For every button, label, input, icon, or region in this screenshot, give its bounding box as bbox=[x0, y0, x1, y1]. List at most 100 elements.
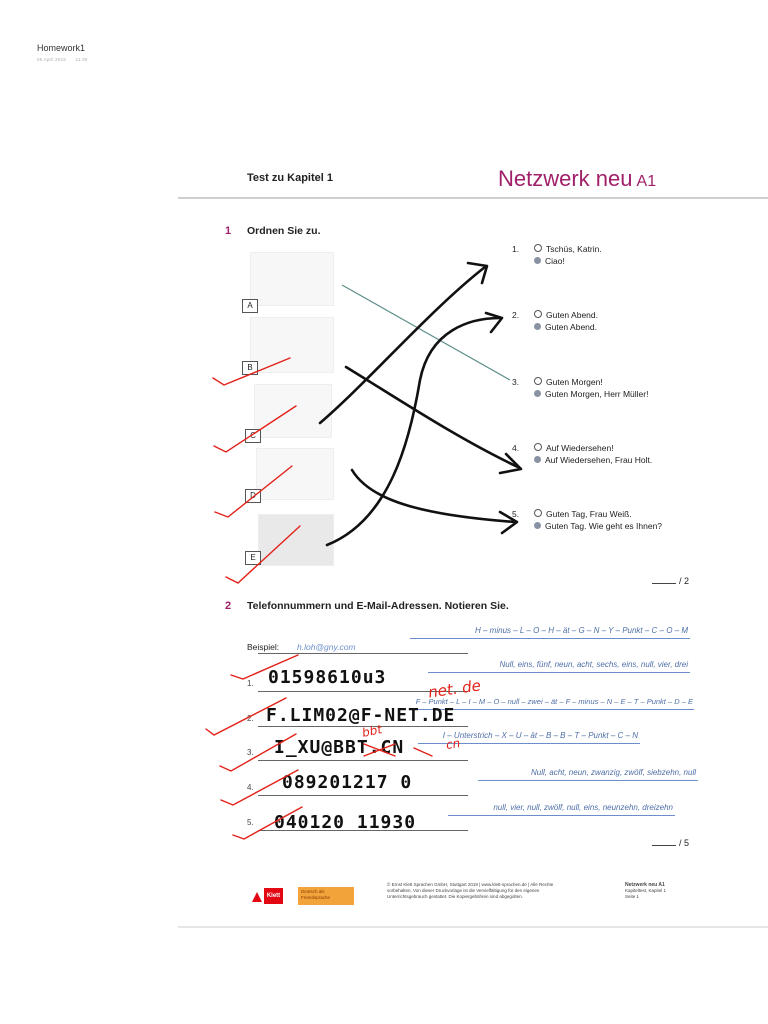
dialogue-line-b: Ciao! bbox=[534, 255, 565, 267]
picture-b bbox=[250, 317, 334, 373]
dialogue-text: Guten Abend. bbox=[546, 310, 598, 320]
dialogue-line-b: Guten Tag. Wie geht es Ihnen? bbox=[534, 520, 662, 532]
handwritten-answer: 089201217 0 bbox=[282, 772, 413, 793]
filled-circle-icon bbox=[534, 390, 541, 397]
check-mark-icon bbox=[220, 769, 299, 806]
speech-bubble: H – minus – L – O – H – ät – G – N – Y –… bbox=[475, 626, 688, 635]
header-rule bbox=[178, 197, 768, 199]
arrow-b-4 bbox=[344, 365, 522, 470]
footer-info: Netzwerk neu A1 Kapiteltest, Kapitel 1 S… bbox=[625, 882, 666, 900]
score-text: / 2 bbox=[679, 576, 690, 586]
bubble-underline bbox=[428, 672, 690, 673]
open-circle-icon bbox=[534, 377, 542, 385]
bubble-underline bbox=[418, 709, 694, 710]
handwritten-answer: 01598610u3 bbox=[268, 667, 387, 688]
answer-line bbox=[258, 795, 468, 796]
score-line bbox=[652, 583, 676, 584]
score-line bbox=[652, 845, 676, 846]
check-mark-icon bbox=[230, 654, 299, 680]
arrow-e-2 bbox=[325, 316, 502, 547]
bubble-underline bbox=[410, 638, 690, 639]
dialogue-line-a: Auf Wiedersehen! bbox=[534, 442, 614, 454]
footer-book: Netzwerk neu A1 bbox=[625, 882, 665, 888]
row-number: 5. bbox=[247, 818, 254, 827]
answer-line bbox=[258, 691, 468, 692]
exercise-2-instruction: Telefonnummern und E-Mail-Adressen. Noti… bbox=[247, 600, 509, 612]
speech-bubble: Null, eins, fünf, neun, acht, sechs, ein… bbox=[499, 660, 688, 669]
klett-logo bbox=[250, 888, 282, 904]
dialogue-line-b: Guten Morgen, Herr Müller! bbox=[534, 388, 648, 400]
exercise-1-score: / 2 bbox=[652, 576, 689, 586]
sheet-edge bbox=[178, 926, 768, 928]
worksheet-header-title: Test zu Kapitel 1 bbox=[247, 172, 333, 184]
arrowhead-icon bbox=[466, 261, 489, 285]
dialogue-text: Guten Tag, Frau Weiß. bbox=[546, 509, 632, 519]
dialogue-text: Ciao! bbox=[545, 256, 565, 266]
check-mark-icon bbox=[219, 733, 297, 772]
picture-label-e: E bbox=[245, 551, 261, 565]
footer-test: Kapiteltest, Kapitel 1 bbox=[625, 888, 667, 893]
check-mark-icon bbox=[213, 405, 297, 453]
open-circle-icon bbox=[534, 244, 542, 252]
answer-line bbox=[258, 830, 468, 831]
dialogue-line-b: Guten Abend. bbox=[534, 321, 597, 333]
check-mark-icon bbox=[214, 465, 293, 518]
check-mark-icon bbox=[225, 525, 301, 584]
daf-badge: Deutsch als Fremdsprache bbox=[298, 887, 354, 905]
note-time: 21:30 bbox=[75, 57, 88, 62]
picture-d bbox=[256, 448, 334, 500]
open-circle-icon bbox=[534, 509, 542, 517]
arrow-c-1 bbox=[318, 265, 487, 425]
dialogue-number: 5. bbox=[512, 509, 520, 519]
exercise-2-score: / 5 bbox=[652, 838, 689, 848]
klett-wordmark: Klett bbox=[264, 888, 283, 904]
check-mark-icon bbox=[232, 806, 303, 840]
row-number: 2. bbox=[247, 714, 254, 723]
note-title: Homework1 bbox=[37, 43, 86, 53]
arrow-d-5 bbox=[350, 468, 517, 524]
open-circle-icon bbox=[534, 443, 542, 451]
picture-label-c: C bbox=[245, 429, 261, 443]
note-date: 05 April 2023 bbox=[37, 57, 66, 62]
footer-page: Seite 1 bbox=[625, 894, 640, 899]
score-text: / 5 bbox=[679, 838, 690, 848]
arrowhead-icon bbox=[498, 452, 523, 475]
exercise-2-number: 2 bbox=[225, 600, 232, 612]
picture-e bbox=[258, 514, 334, 566]
dialogue-text: Guten Tag. Wie geht es Ihnen? bbox=[545, 521, 663, 531]
note-timestamp: 05 April 2023 21:30 bbox=[37, 57, 96, 62]
check-mark-icon bbox=[205, 697, 287, 736]
open-circle-icon bbox=[534, 310, 542, 318]
handwritten-answer: 040120 11930 bbox=[274, 812, 417, 833]
dialogue-line-a: Guten Abend. bbox=[534, 309, 598, 321]
brand-level: A1 bbox=[636, 173, 657, 190]
filled-circle-icon bbox=[534, 257, 541, 264]
filled-circle-icon bbox=[534, 323, 541, 330]
check-mark-icon bbox=[212, 357, 291, 386]
brand-name: Netzwerk neu bbox=[498, 166, 633, 191]
speech-bubble: null, vier, null, zwölf, null, eins, neu… bbox=[493, 803, 673, 812]
dialogue-line-a: Tschüs, Katrin. bbox=[534, 243, 602, 255]
example-value: h.loh@gny.com bbox=[297, 642, 356, 652]
dialogue-number: 3. bbox=[512, 377, 520, 387]
row-number: 4. bbox=[247, 783, 254, 792]
dialogue-line-a: Guten Morgen! bbox=[534, 376, 603, 388]
dialogue-text: Guten Abend. bbox=[545, 322, 597, 332]
dialogue-text: Guten Morgen, Herr Müller! bbox=[545, 389, 649, 399]
answer-line bbox=[258, 760, 468, 761]
speech-bubble: I – Unterstrich – X – U – ät – B – B – T… bbox=[442, 731, 638, 740]
arrowhead-icon bbox=[484, 311, 504, 334]
filled-circle-icon bbox=[534, 456, 541, 463]
dialogue-text: Auf Wiedersehen! bbox=[546, 443, 614, 453]
dialogue-text: Guten Morgen! bbox=[546, 377, 603, 387]
row-number: 3. bbox=[247, 748, 254, 757]
dialogue-number: 4. bbox=[512, 443, 520, 453]
match-line-a-3 bbox=[341, 284, 511, 381]
dialogue-text: Auf Wiedersehen, Frau Holt. bbox=[545, 455, 653, 465]
exercise-1-number: 1 bbox=[225, 225, 232, 237]
dialogue-number: 2. bbox=[512, 310, 520, 320]
dialogue-text: Tschüs, Katrin. bbox=[546, 244, 602, 254]
